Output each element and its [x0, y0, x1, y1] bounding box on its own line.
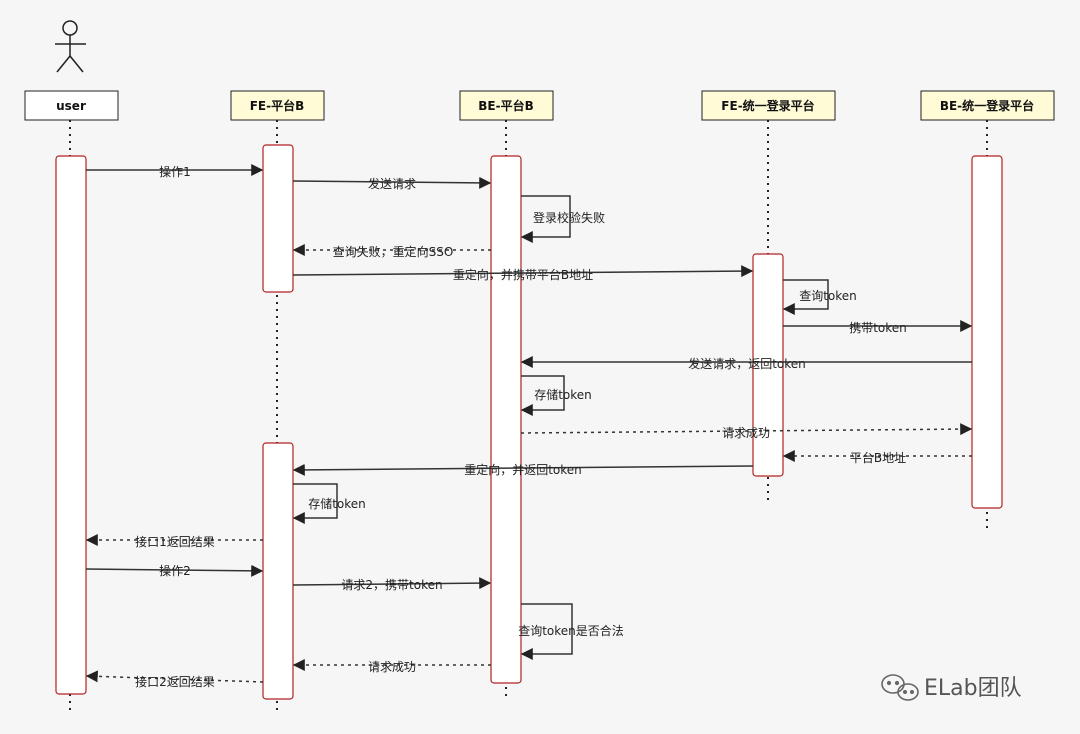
- participant-fe-platform-b: FE-平台B: [230, 90, 325, 121]
- participant-user: user: [24, 90, 119, 121]
- msg-line-m13: [292, 483, 338, 524]
- msg-label-m15: 操作2: [159, 563, 191, 578]
- msg-label-m4: 查询失败，重定向SSO: [333, 244, 454, 259]
- msg-label-m1: 操作1: [159, 164, 191, 179]
- activation-user: [55, 155, 87, 695]
- msg-label-m19: 接口2返回结果: [135, 674, 215, 689]
- user-actor-icon: [55, 20, 86, 73]
- msg-label-m5: 重定向，并携带平台B地址: [453, 267, 593, 282]
- svg-text:FE-平台B: FE-平台B: [250, 98, 305, 113]
- activation-beb: [490, 155, 522, 684]
- msg-label-m12: 重定向，并返回token: [464, 462, 582, 477]
- msg-label-m18: 请求成功: [368, 660, 416, 674]
- msg-line-m17: [520, 603, 573, 660]
- msg-line-m9: [520, 375, 565, 416]
- svg-text:FE-统一登录平台: FE-统一登录平台: [721, 98, 814, 113]
- chat-bubble-icon: [881, 674, 919, 701]
- activation-feb-1: [262, 144, 294, 293]
- participant-fe-sso: FE-统一登录平台: [701, 90, 836, 121]
- msg-line-m12: [292, 463, 754, 476]
- msg-label-m10: 请求成功: [722, 426, 770, 440]
- msg-line-m3: [520, 195, 571, 243]
- msg-label-m9: 存储token: [534, 387, 592, 402]
- msg-line-m10: [520, 423, 973, 436]
- msg-line-m6: [782, 279, 829, 315]
- svg-text:BE-平台B: BE-平台B: [478, 98, 533, 113]
- svg-text:BE-统一登录平台: BE-统一登录平台: [940, 98, 1034, 113]
- msg-label-m16: 请求2，携带token: [341, 577, 442, 592]
- activation-feb-2: [262, 442, 294, 700]
- msg-line-m19: [85, 670, 264, 683]
- msg-label-m14: 接口1返回结果: [135, 534, 215, 549]
- msg-line-m16: [292, 577, 492, 590]
- msg-label-m2: 发送请求: [368, 176, 416, 191]
- msg-label-m17: 查询token是否合法: [518, 623, 624, 638]
- msg-label-m3: 登录校验失败: [533, 210, 605, 225]
- msg-line-m5: [292, 265, 754, 278]
- svg-text:user: user: [56, 99, 86, 113]
- watermark: ELab团队: [881, 674, 1022, 701]
- msg-line-m2: [292, 176, 492, 189]
- activation-besso: [971, 155, 1003, 509]
- msg-label-m6: 查询token: [799, 289, 857, 303]
- watermark-text: ELab团队: [924, 676, 1022, 701]
- msg-label-m8: 发送请求，返回token: [688, 356, 806, 371]
- msg-label-m7: 携带token: [849, 320, 907, 335]
- msg-line-m15: [85, 564, 264, 577]
- msg-label-m11: 平台B地址: [850, 450, 906, 465]
- activation-fesso: [752, 253, 784, 477]
- participant-be-platform-b: BE-平台B: [459, 90, 554, 121]
- msg-label-m13: 存储token: [308, 496, 366, 511]
- participant-be-sso: BE-统一登录平台: [920, 90, 1055, 121]
